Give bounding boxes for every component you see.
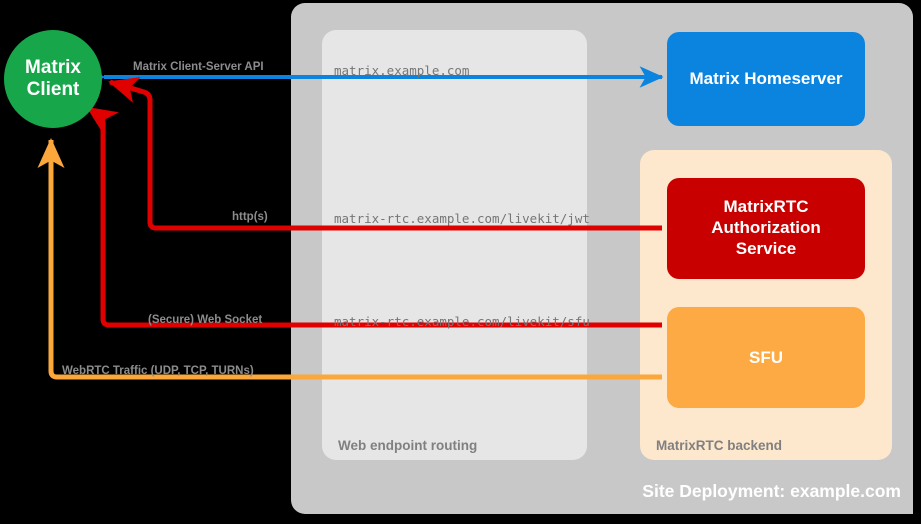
auth-service-line1: MatrixRTC (723, 197, 809, 217)
edge-webrtc-traffic (37, 137, 662, 380)
url-label-livekit-jwt: matrix-rtc.example.com/livekit/jwt (334, 211, 590, 226)
matrix-client-line2: Client (26, 79, 80, 100)
node-matrix-homeserver[interactable]: Matrix Homeserver (667, 32, 865, 126)
edge-label-sfu-websocket: (Secure) Web Socket (148, 314, 263, 326)
web-endpoint-routing-caption: Web endpoint routing (338, 438, 478, 453)
edge-label-authorization-http: http(s) (232, 211, 268, 223)
auth-service-line2: Authorization (711, 218, 821, 238)
edge-label-webrtc-traffic: WebRTC Traffic (UDP, TCP, TURNs) (62, 365, 254, 377)
web-endpoint-routing-container (322, 30, 587, 460)
node-matrix-client[interactable]: Matrix Client (4, 30, 102, 128)
url-label-matrix-homeserver: matrix.example.com (334, 63, 470, 78)
edge-authorization-http (108, 76, 662, 231)
matrix-client-line1: Matrix (25, 57, 81, 79)
edge-sfu-websocket (86, 105, 662, 328)
auth-service-line3: Service (735, 238, 797, 258)
edge-label-client-server-api: Matrix Client-Server API (133, 61, 264, 73)
sfu-label: SFU (749, 347, 783, 367)
url-label-livekit-sfu: matrix-rtc.example.com/livekit/sfu (334, 314, 590, 329)
node-matrixrtc-authorization-service[interactable]: MatrixRTC Authorization Service (667, 178, 865, 279)
matrix-homeserver-label: Matrix Homeserver (689, 69, 843, 88)
matrixrtc-backend-caption: MatrixRTC backend (656, 438, 783, 453)
node-sfu[interactable]: SFU (667, 307, 865, 408)
site-deployment-caption: Site Deployment: example.com (642, 481, 901, 501)
